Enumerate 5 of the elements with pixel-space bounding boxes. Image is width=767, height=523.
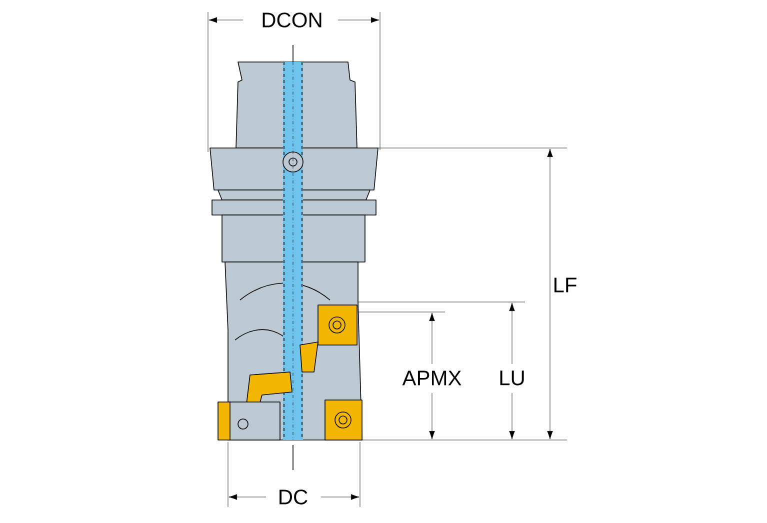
dimension-label: LF xyxy=(554,278,576,292)
dimension-label: DC xyxy=(280,490,308,504)
dimension-label: DCON xyxy=(262,12,322,28)
dimension-label: LU xyxy=(500,370,524,386)
dimension-label: APMX xyxy=(402,370,462,386)
